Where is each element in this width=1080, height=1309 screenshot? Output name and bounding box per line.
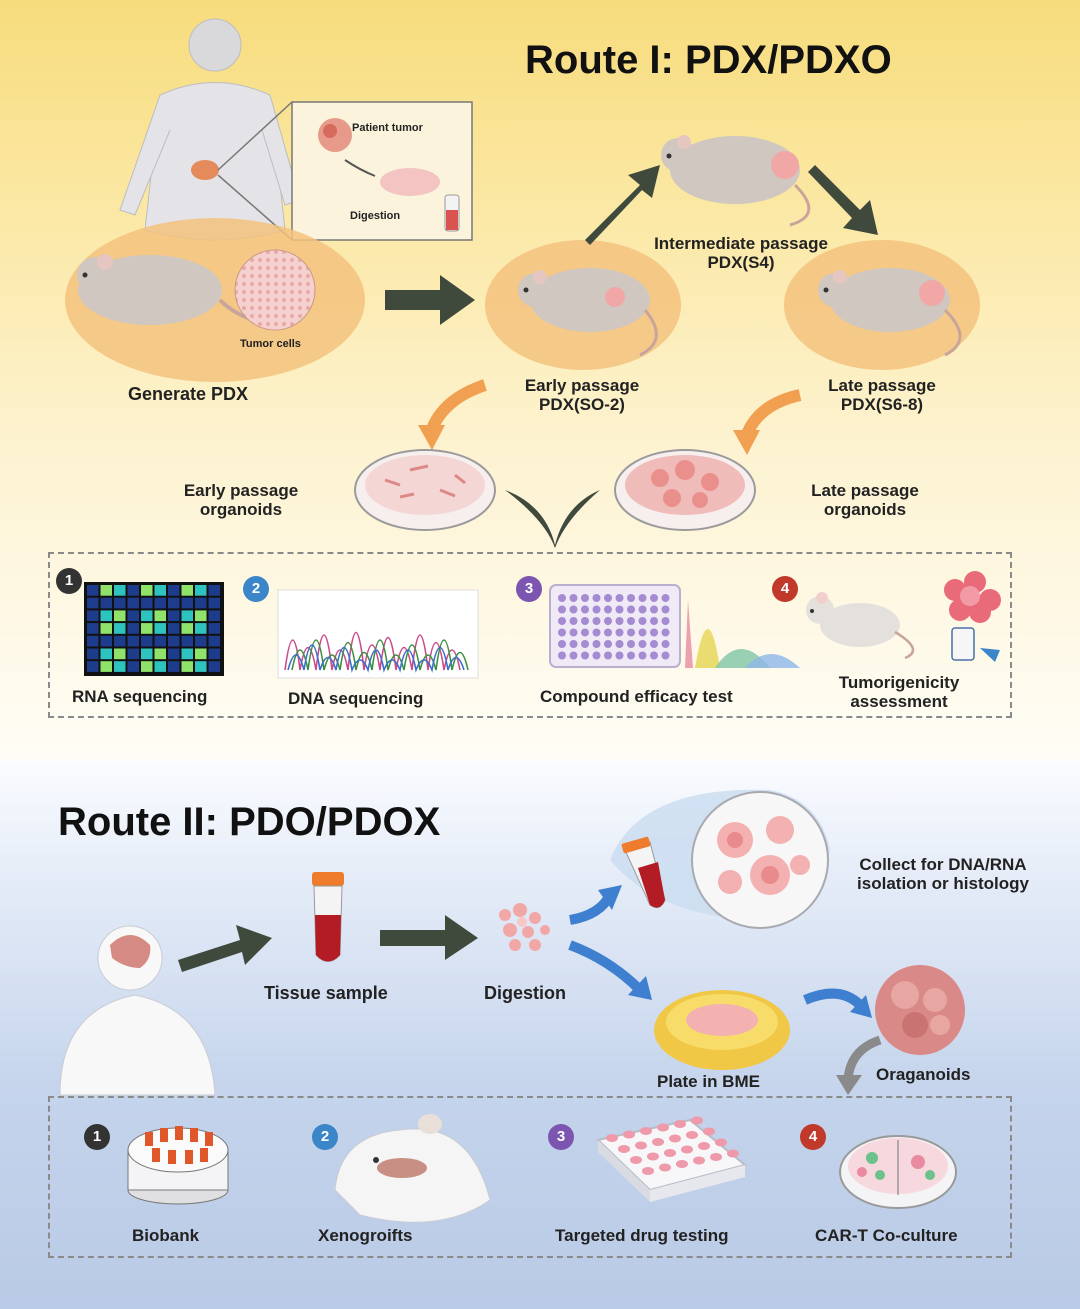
arrow-icon (178, 925, 272, 972)
early-passage-mouse-illustration (485, 240, 681, 370)
generate-pdx-illustration (65, 218, 365, 382)
dna-chromatogram-illustration (277, 589, 479, 679)
assay-number-badge: 1 (56, 568, 82, 594)
rna-sequencing-label: RNA sequencing (72, 687, 208, 706)
application-number-badge: 4 (800, 1124, 826, 1150)
arrow-icon (568, 940, 644, 994)
car-t-coculture-label: CAR-T Co-culture (815, 1226, 958, 1245)
compound-plate-illustration (549, 584, 800, 668)
arrow-icon (380, 915, 478, 960)
plate-in-bme-label: Plate in BME (657, 1072, 760, 1091)
tumor-cells-label: Tumor cells (240, 338, 301, 350)
tumorigenicity-illustration (806, 571, 1001, 662)
assay-number-badge: 3 (516, 576, 542, 602)
biobank-illustration (127, 1126, 229, 1205)
assay-number-badge: 4 (772, 576, 798, 602)
late-organoids-line1: Late passage (811, 481, 919, 500)
human-figure-icon (119, 18, 301, 241)
digestion-inset-label: Digestion (350, 210, 401, 222)
arrow-icon (569, 892, 615, 925)
arrow-icon (585, 165, 660, 245)
application-number-badge: 1 (84, 1124, 110, 1150)
tumorigenicity-label: Tumorigenicity assessment (818, 673, 980, 711)
arrow-icon (803, 988, 864, 1009)
late-passage-line1: Late passage (828, 376, 936, 395)
intermediate-passage-line2: PDX(S4) (707, 252, 775, 272)
route2-application-panel (48, 1096, 1012, 1258)
late-organoid-dish-illustration (614, 449, 756, 531)
application-number-badge: 3 (548, 1124, 574, 1150)
late-organoids-line2: organoids (823, 499, 907, 519)
xenograft-mouse-illustration (334, 1114, 491, 1223)
bme-plate-illustration (654, 990, 790, 1070)
application-number-badge: 2 (312, 1124, 338, 1150)
organoid-sphere-icon (875, 965, 965, 1055)
early-organoid-dish-illustration (354, 449, 496, 531)
intermediate-passage-label: Intermediate passage PDX(S4) (630, 234, 852, 272)
intermediate-passage-line1: Intermediate passage (654, 234, 828, 253)
patient-bust-icon (59, 925, 216, 1096)
route1-assay-panel (48, 552, 1012, 718)
digestion-label: Digestion (484, 983, 567, 1003)
drug-testing-plate-illustration (595, 1116, 748, 1202)
late-passage-label: Late passage PDX(S6-8) (805, 376, 959, 414)
collect-line1: Collect for DNA/RNA (859, 855, 1027, 874)
collect-isolation-illustration (610, 789, 830, 929)
dna-sequencing-label: DNA sequencing (288, 689, 424, 708)
merge-arrow-icon (505, 490, 600, 548)
compound-efficacy-label: Compound efficacy test (540, 687, 733, 706)
early-organoids-label: Early passage organoids (165, 481, 317, 519)
collect-line2: isolation or histology (857, 873, 1029, 893)
assay-number-badge: 2 (243, 576, 269, 602)
early-organoids-line1: Early passage (183, 481, 299, 500)
patient-tumor-label: Patient tumor (352, 122, 423, 134)
tissue-sample-label: Tissue sample (264, 983, 388, 1003)
xenografts-label: Xenogroifts (318, 1226, 413, 1245)
early-passage-line2: PDX(SO-2) (539, 394, 625, 414)
early-passage-label: Early passage PDX(SO-2) (500, 376, 664, 414)
biobank-label: Biobank (132, 1226, 200, 1245)
digestion-cells-icon (499, 903, 550, 951)
late-organoids-label: Late passage organoids (790, 481, 940, 519)
early-organoids-line2: organoids (199, 499, 283, 519)
targeted-drug-testing-label: Targeted drug testing (555, 1226, 729, 1245)
intermediate-passage-mouse-illustration (661, 135, 811, 227)
car-t-coculture-illustration (839, 1135, 957, 1209)
arrow-icon (385, 275, 475, 325)
tissue-sample-tube-icon (312, 872, 344, 962)
route2-title: Route II: PDO/PDOX (58, 800, 441, 844)
late-passage-line2: PDX(S6-8) (840, 394, 924, 414)
organoids-label: Oraganoids (876, 1065, 971, 1084)
patient-tumor-inset (217, 101, 473, 241)
route1-title: Route I: PDX/PDXO (525, 38, 892, 82)
tumorigenicity-line1: Tumorigenicity (838, 673, 960, 692)
collect-label: Collect for DNA/RNA isolation or histolo… (835, 855, 1051, 893)
generate-pdx-label: Generate PDX (128, 384, 249, 404)
early-passage-line1: Early passage (524, 376, 640, 395)
rna-heatmap-illustration (84, 582, 224, 676)
arrow-icon (808, 165, 878, 235)
tumorigenicity-line2: assessment (850, 691, 948, 711)
late-passage-mouse-illustration (784, 240, 980, 370)
